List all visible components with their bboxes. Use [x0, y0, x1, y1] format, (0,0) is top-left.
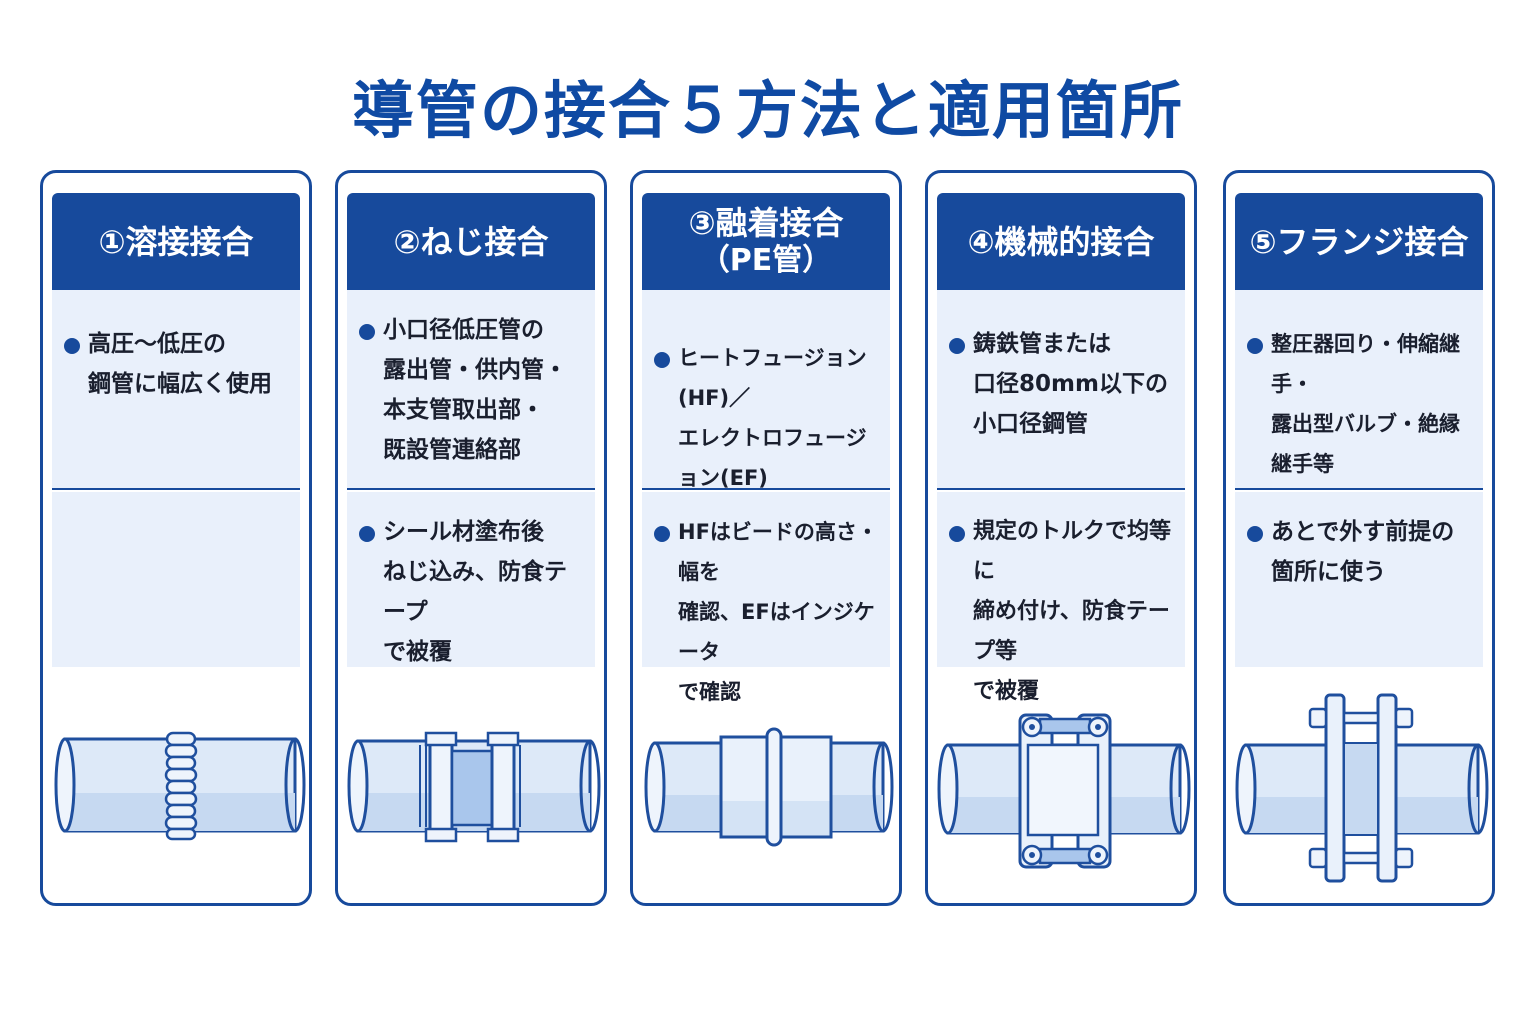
card-heading-text: ②ねじ接合	[393, 222, 549, 261]
card-point-1: 高圧〜低圧の 鋼管に幅広く使用	[52, 290, 300, 490]
card-threaded: ②ねじ接合 小口径低圧管の 露出管・供内管・ 本支管取出部・ 既設管連絡部 シー…	[335, 170, 607, 906]
bullet-icon	[654, 526, 670, 542]
bullet-icon	[359, 526, 375, 542]
card-point-text: 小口径低圧管の 露出管・供内管・ 本支管取出部・ 既設管連絡部	[383, 317, 567, 463]
card-point-text: 規定のトルクで均等に 締め付け、防食テープ等 で被覆	[973, 519, 1172, 704]
bullet-icon	[359, 324, 375, 340]
bullet-icon	[64, 338, 80, 354]
card-point-text: ヒートフュージョン(HF)／ エレクトロフュージョン(EF)	[678, 346, 867, 490]
card-point-1: 小口径低圧管の 露出管・供内管・ 本支管取出部・ 既設管連絡部	[347, 290, 595, 490]
mechanical-coupling-icon	[937, 713, 1191, 869]
card-point-2: HFはビードの高さ・幅を 確認、EFはインジケータ で確認	[642, 492, 890, 704]
card-heading-text: ④機械的接合	[967, 222, 1155, 261]
card-point-text: シール材塗布後 ねじ込み、防食テープ で被覆	[383, 519, 567, 665]
card-point-text: あとで外す前提の 箇所に使う	[1271, 519, 1455, 585]
flange-joint-icon	[1235, 693, 1489, 883]
card-point-1: ヒートフュージョン(HF)／ エレクトロフュージョン(EF)	[642, 290, 890, 490]
card-point-2: シール材塗布後 ねじ込み、防食テープ で被覆	[347, 492, 595, 667]
card-mechanical: ④機械的接合 鋳鉄管または 口径80mm以下の 小口径鋼管 規定のトルクで均等に…	[925, 170, 1197, 906]
card-point-1: 鋳鉄管または 口径80mm以下の 小口径鋼管	[937, 290, 1185, 490]
bullet-icon	[949, 526, 965, 542]
card-point-2	[52, 492, 300, 667]
bullet-icon	[1247, 338, 1263, 354]
card-point-2: あとで外す前提の 箇所に使う	[1235, 492, 1483, 667]
card-heading: ③融着接合 （PE管）	[642, 193, 890, 290]
joint-method-cards: ①溶接接合 高圧〜低圧の 鋼管に幅広く使用	[40, 170, 1500, 910]
card-heading-text: ⑤フランジ接合	[1249, 222, 1469, 261]
card-heading: ④機械的接合	[937, 193, 1185, 290]
card-point-text: 高圧〜低圧の 鋼管に幅広く使用	[88, 331, 272, 397]
card-heading-text: ①溶接接合	[98, 222, 254, 261]
card-heading-text: ③融着接合	[688, 203, 844, 242]
card-heading-subtext: （PE管）	[699, 242, 833, 278]
welded-pipe-icon	[54, 731, 306, 841]
bullet-icon	[654, 352, 670, 368]
page-title: 導管の接合５方法と適用箇所	[351, 74, 1184, 147]
card-heading: ①溶接接合	[52, 193, 300, 290]
card-point-text: 鋳鉄管または 口径80mm以下の 小口径鋼管	[973, 331, 1168, 437]
card-point-text: HFはビードの高さ・幅を 確認、EFはインジケータ で確認	[678, 520, 878, 704]
threaded-coupling-icon	[347, 731, 601, 843]
card-point-2: 規定のトルクで均等に 締め付け、防食テープ等 で被覆	[937, 492, 1185, 704]
bullet-icon	[1247, 526, 1263, 542]
bullet-icon	[949, 338, 965, 354]
card-heading: ⑤フランジ接合	[1235, 193, 1483, 290]
card-welding: ①溶接接合 高圧〜低圧の 鋼管に幅広く使用	[40, 170, 312, 906]
card-heading: ②ねじ接合	[347, 193, 595, 290]
fusion-sleeve-icon	[644, 727, 894, 847]
card-fusion: ③融着接合 （PE管） ヒートフュージョン(HF)／ エレクトロフュージョン(E…	[630, 170, 902, 906]
